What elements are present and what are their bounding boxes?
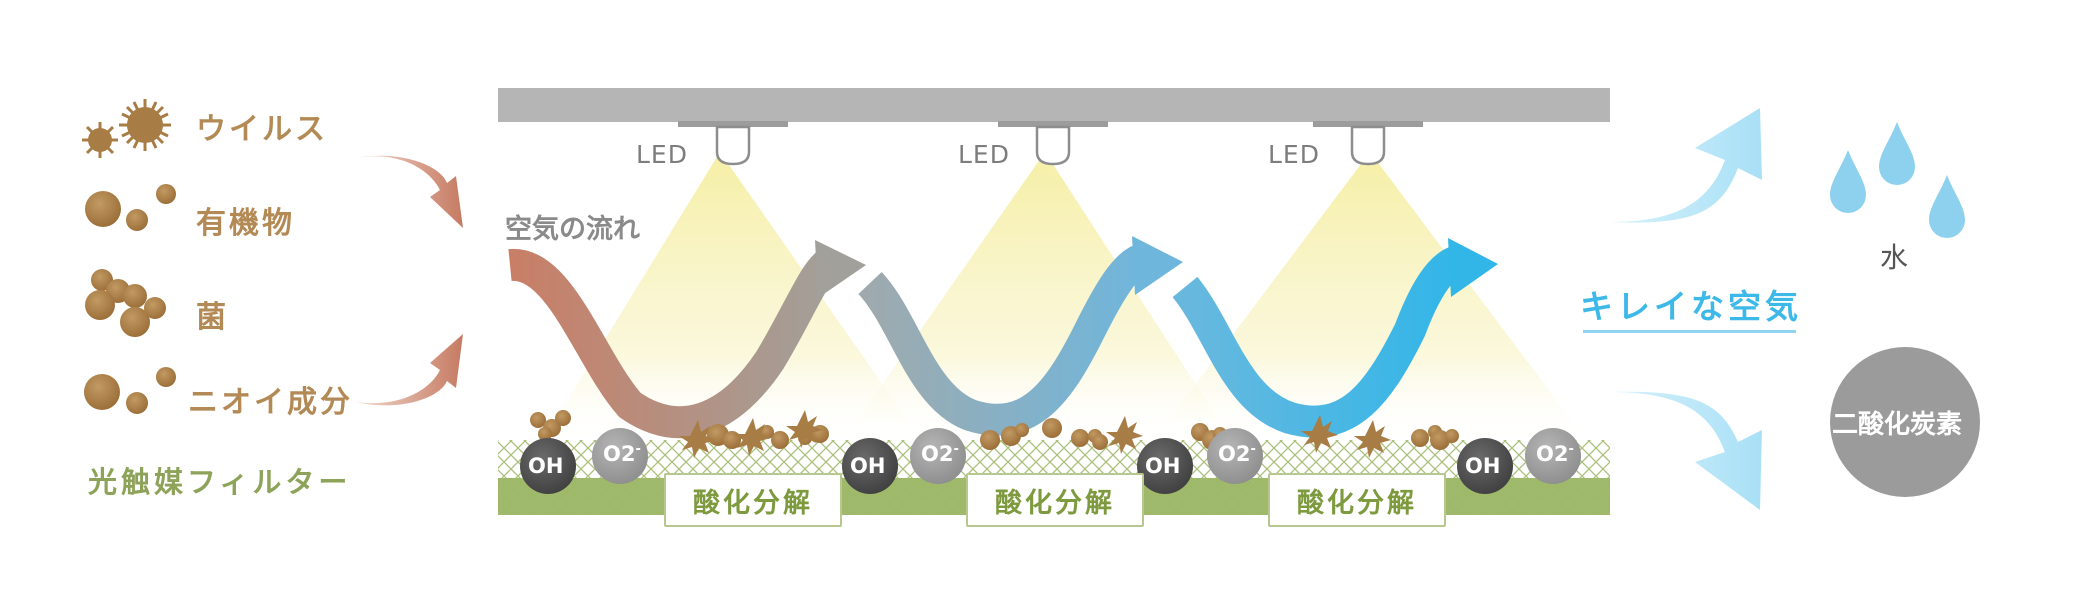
airflow-arrowhead-1 <box>815 240 866 298</box>
airflow-arrowhead-3 <box>1448 238 1498 297</box>
water-drop-icon <box>1929 175 1965 238</box>
led-fixture-1 <box>678 121 788 166</box>
led-fixture-2 <box>998 121 1108 166</box>
bacteria-icon <box>85 269 166 337</box>
airflow-arrows <box>508 236 1498 439</box>
o2-charge: - <box>1568 442 1574 457</box>
oh-molecule <box>520 438 576 494</box>
oh-label: OH <box>1465 454 1501 478</box>
airflow-arrowhead-2 <box>1132 236 1183 295</box>
o2-charge: - <box>635 442 641 457</box>
led-label-3: LED <box>1268 140 1320 169</box>
oh-label: OH <box>1145 454 1181 478</box>
airflow-wave-1 <box>508 247 840 439</box>
airflow-wave-3 <box>1172 247 1463 438</box>
decomposition-label-2: 酸化分解 <box>966 473 1144 527</box>
clean-air-label: キレイな空気 <box>1580 287 1802 326</box>
input-arrow-top <box>355 155 463 228</box>
oh-molecule <box>1457 438 1513 494</box>
decomposition-label-3: 酸化分解 <box>1268 473 1446 527</box>
o2-molecule <box>910 428 966 484</box>
oh-label: OH <box>850 454 886 478</box>
airflow-label: 空気の流れ <box>505 214 640 245</box>
o2-molecule <box>1207 428 1263 484</box>
oh-molecule <box>1137 438 1193 494</box>
o2-label: O2- <box>1218 442 1256 466</box>
clean-air-underline <box>1583 330 1796 333</box>
o2-charge: - <box>1250 442 1256 457</box>
co2-circle <box>1830 347 1980 497</box>
o2-charge: - <box>953 442 959 457</box>
legend-virus-label: ウイルス <box>196 112 328 147</box>
o2-label: O2- <box>1536 442 1574 466</box>
molecules <box>520 428 1581 494</box>
input-arrow-bottom <box>355 334 463 406</box>
output-arrow-bottom <box>1610 391 1762 510</box>
o2-molecule <box>592 428 648 484</box>
legend-organic-label: 有機物 <box>196 206 295 241</box>
oh-label: OH <box>528 454 564 478</box>
filter-label: 光触媒フィルター <box>88 465 352 499</box>
led-fixture-3 <box>1313 121 1423 166</box>
o2-label: O2- <box>603 442 641 466</box>
legend-bacteria-label: 菌 <box>196 300 229 335</box>
water-drop-icons <box>1830 122 1965 238</box>
led-label-1: LED <box>636 140 688 169</box>
airflow-wave-2 <box>857 245 1148 436</box>
oh-molecule <box>842 438 898 494</box>
ceiling-rail <box>498 88 1610 122</box>
water-label: 水 <box>1880 241 1909 274</box>
legend-odor-label: ニオイ成分 <box>188 385 353 420</box>
decomposition-label-1: 酸化分解 <box>664 473 842 527</box>
o2-label: O2- <box>921 442 959 466</box>
led-light-beam-3 <box>1150 152 1590 445</box>
o2-molecule <box>1525 428 1581 484</box>
water-drop-icon <box>1879 122 1915 185</box>
water-drop-icon <box>1830 150 1866 213</box>
co2-label: 二酸化炭素 <box>1832 410 1963 440</box>
organic-matter-icon <box>85 184 176 231</box>
led-light-beam-1 <box>540 152 925 445</box>
odor-icon <box>84 367 176 414</box>
output-arrow-top <box>1610 108 1762 223</box>
legend-icons <box>82 99 176 414</box>
led-label-2: LED <box>958 140 1010 169</box>
trapped-spiky-particles <box>679 410 1391 458</box>
virus-icon <box>82 99 171 158</box>
